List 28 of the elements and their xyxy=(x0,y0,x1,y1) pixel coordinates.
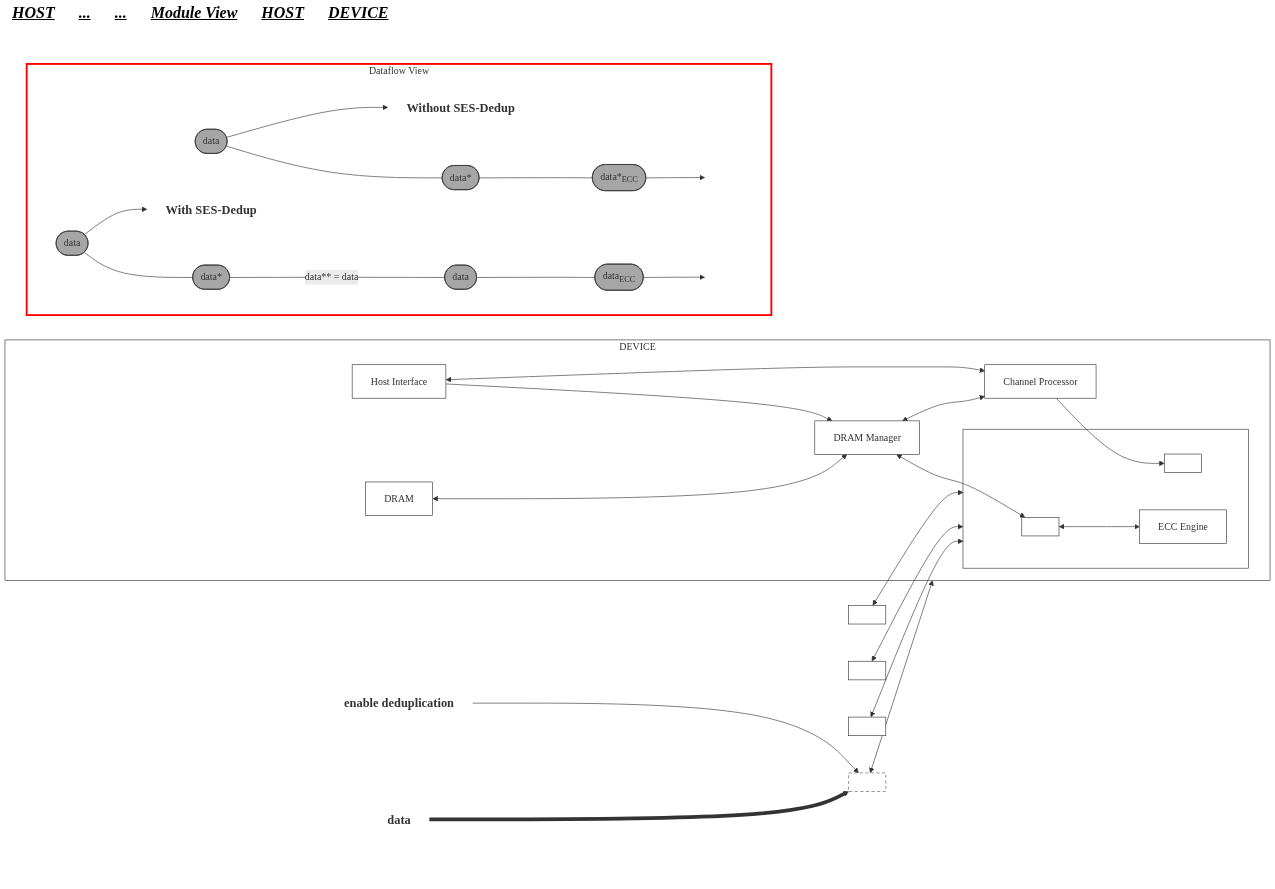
label-text: ... xyxy=(78,4,91,22)
node-text: With SES-Dedup xyxy=(165,202,257,217)
node-box: ECC Engine xyxy=(1139,509,1227,544)
node-box xyxy=(1164,453,1202,473)
node-box: DRAM Manager xyxy=(814,420,920,455)
arrow xyxy=(429,790,849,822)
edge-label: data** = data xyxy=(304,271,359,283)
node-text: Without SES-Dedup xyxy=(406,100,515,115)
connector xyxy=(84,252,194,278)
cluster xyxy=(962,428,1249,569)
node-box: DRAM xyxy=(365,481,433,516)
node-box: Host Interface xyxy=(351,364,447,399)
node-box xyxy=(848,772,887,792)
node-box xyxy=(1021,517,1060,537)
node-box xyxy=(848,660,887,681)
node-box: Channel Processor xyxy=(984,364,1097,399)
connector xyxy=(479,177,593,179)
node-text: enable deduplication xyxy=(344,696,455,710)
label-text: HOST xyxy=(261,4,305,22)
label-text: DEVICE xyxy=(328,4,389,22)
label-text: ... xyxy=(114,4,127,22)
node-box xyxy=(848,716,887,736)
node-box xyxy=(848,605,887,625)
label-text: HOST xyxy=(12,4,55,22)
label-text: Module View xyxy=(150,4,238,22)
node-text: data xyxy=(387,812,411,827)
connector xyxy=(476,277,596,278)
connector xyxy=(226,145,443,179)
